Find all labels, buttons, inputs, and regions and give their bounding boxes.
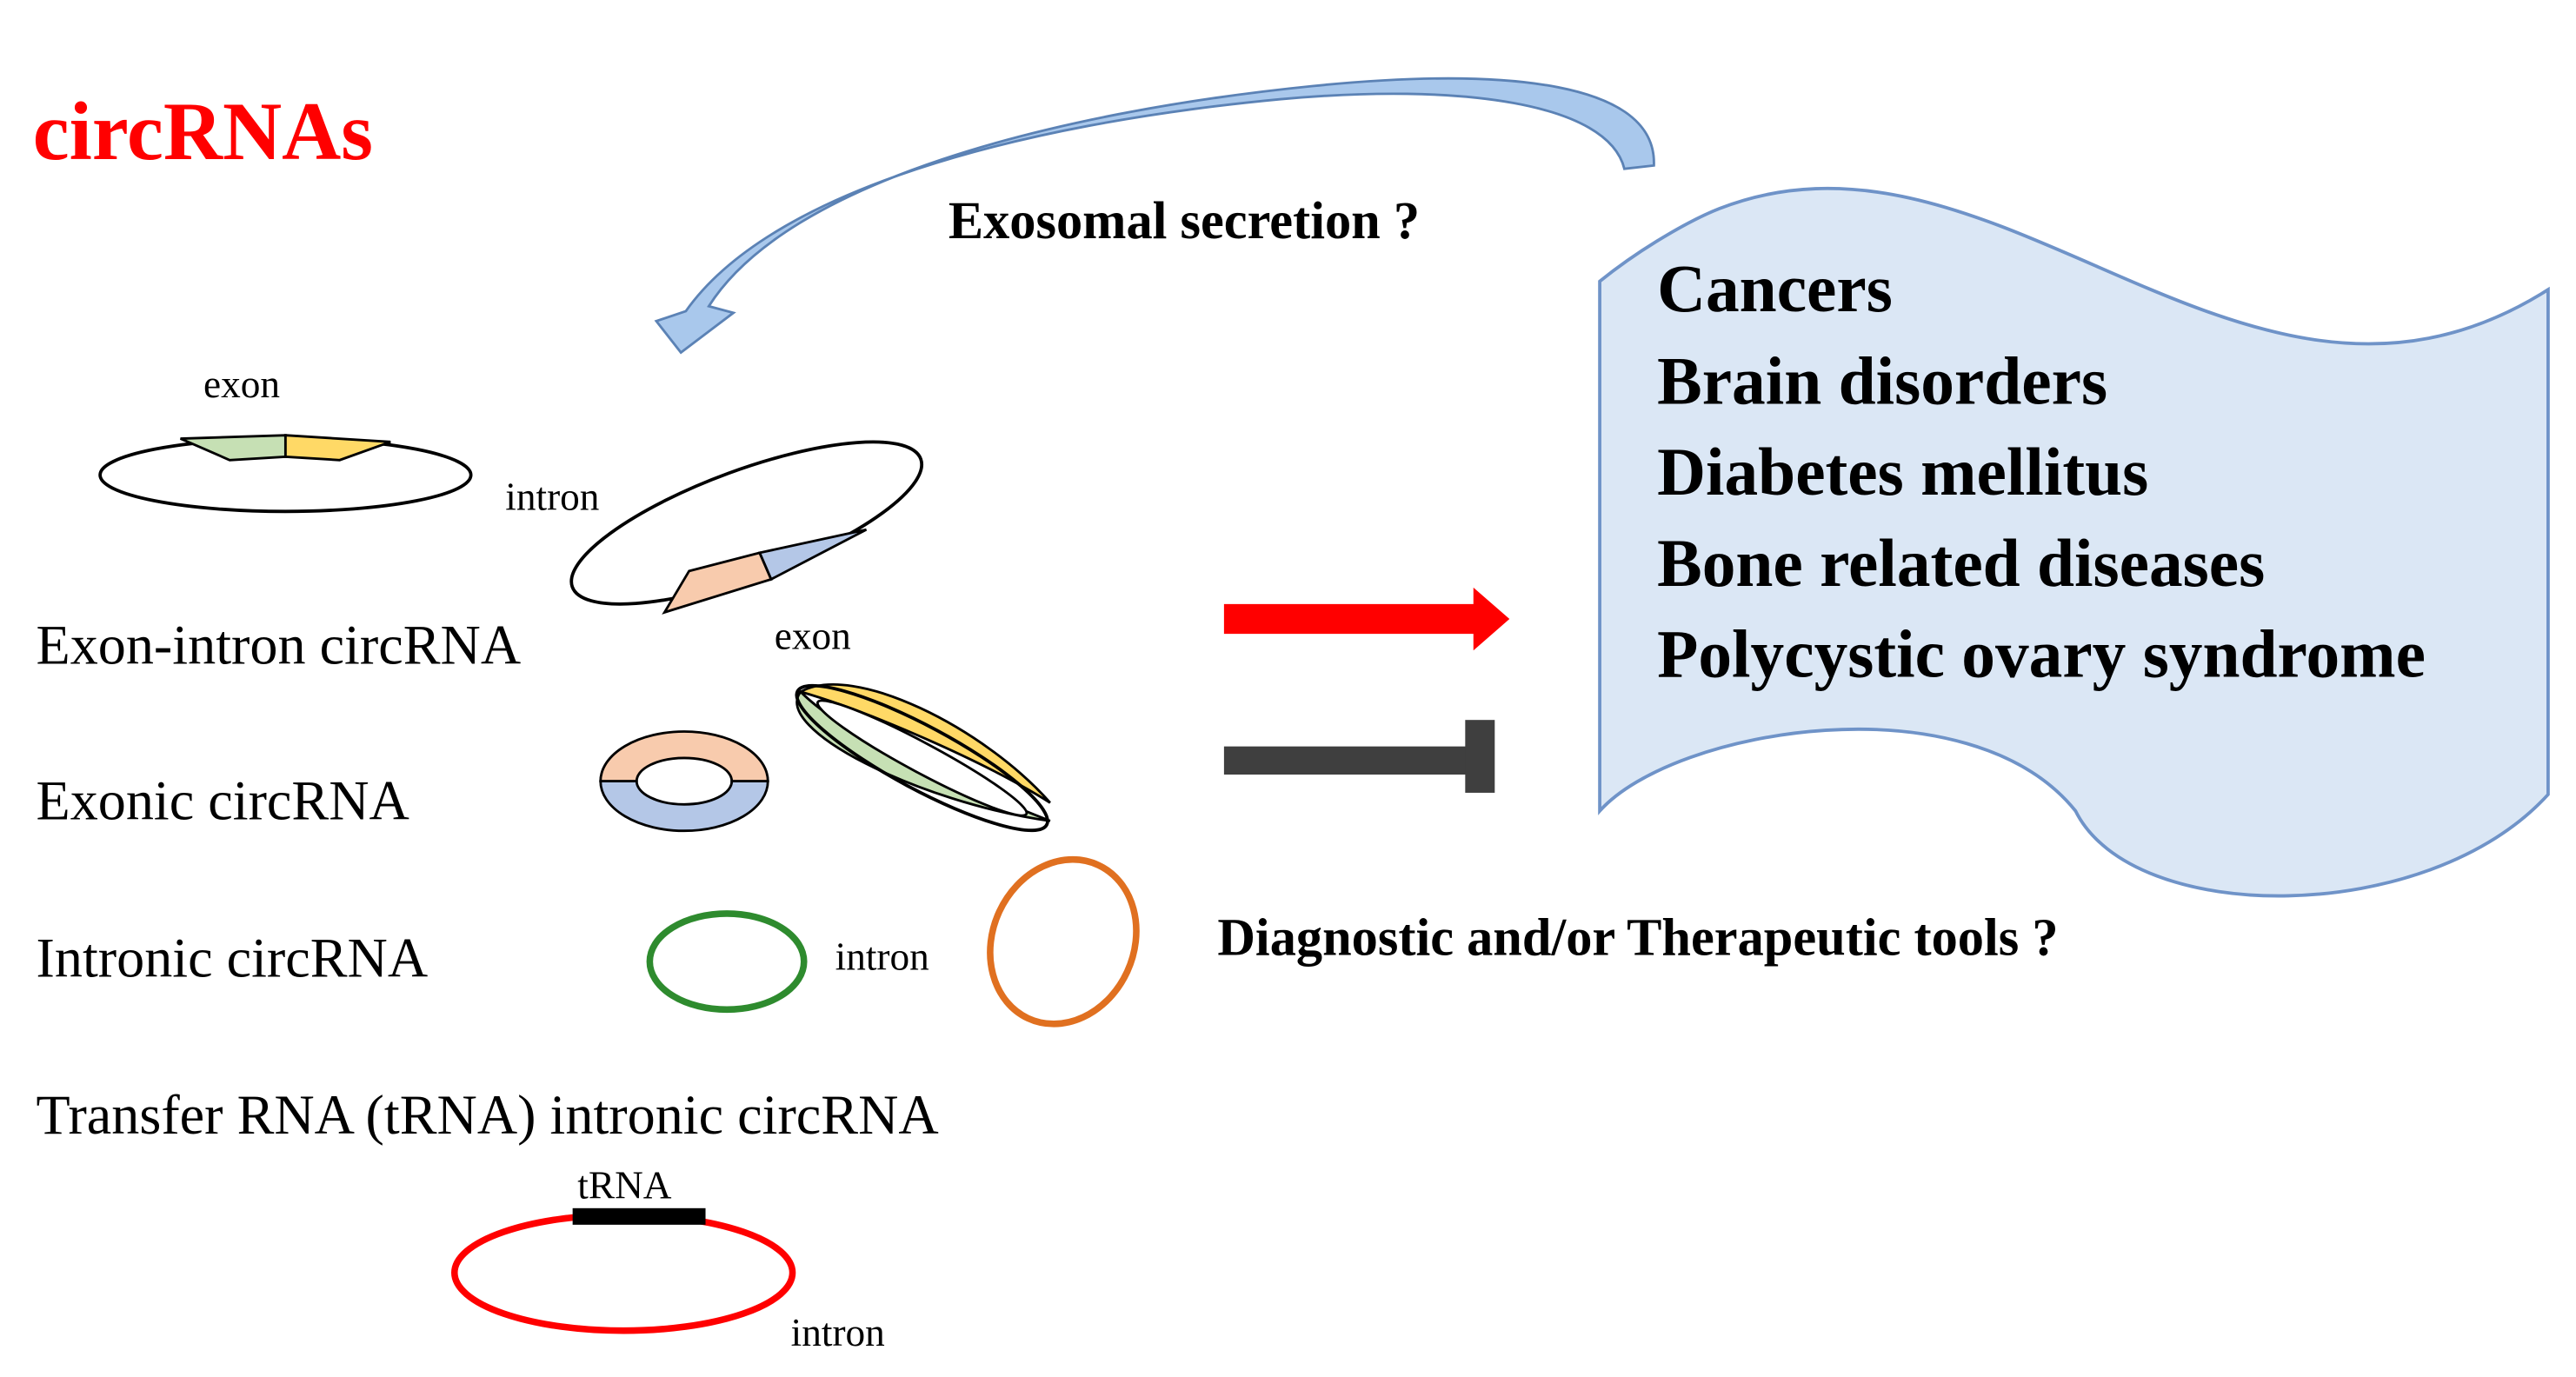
disease-bone-related: Bone related diseases (1657, 526, 2265, 601)
promote-arrow (1223, 587, 1510, 651)
intronic-circle-orange (987, 855, 1140, 1028)
exon-intron-circle-left (98, 434, 473, 514)
exon-segment-blue (757, 528, 868, 582)
exon-label-top: exon (203, 362, 280, 406)
disease-brain-disorders: Brain disorders (1657, 343, 2107, 418)
trna-intronic-circle (450, 1211, 796, 1334)
therapeutic-tools-label: Diagnostic and/or Therapeutic tools ? (1217, 908, 2058, 967)
intronic-circrna-label: Intronic circRNA (37, 927, 429, 988)
intron-label-top: intron (505, 474, 599, 518)
disease-box (1598, 186, 2550, 898)
exon-intron-circle-right (569, 440, 924, 615)
exon-segment-yellow (283, 434, 391, 462)
disease-diabetes-mellitus: Diabetes mellitus (1657, 435, 2148, 509)
exon-segment-green (180, 434, 287, 462)
exon-label-mid: exon (775, 613, 851, 657)
exonic-ring (599, 730, 769, 833)
intron-label-bottom: intron (791, 1310, 885, 1354)
exon-segment-peach (662, 551, 773, 615)
intronic-circle-green (646, 910, 808, 1014)
trna-segment (572, 1207, 706, 1225)
trna-label: tRNA (577, 1162, 671, 1207)
exonic-circrna-label: Exonic circRNA (37, 769, 410, 831)
trna-intronic-circrna-label: Transfer RNA (tRNA) intronic circRNA (37, 1084, 940, 1146)
diagram-title: circRNAs (33, 86, 373, 176)
exon-intron-circrna-label: Exon-intron circRNA (37, 614, 522, 675)
exosomal-secretion-arrow (654, 76, 1655, 355)
exosomal-secretion-label: Exosomal secretion ? (949, 192, 1420, 250)
disease-pcos: Polycystic ovary syndrome (1657, 616, 2426, 691)
intron-label-mid: intron (835, 934, 929, 978)
disease-cancers: Cancers (1657, 251, 1893, 326)
inhibit-bar (1223, 720, 1495, 793)
exonic-double-ring (795, 683, 1051, 833)
